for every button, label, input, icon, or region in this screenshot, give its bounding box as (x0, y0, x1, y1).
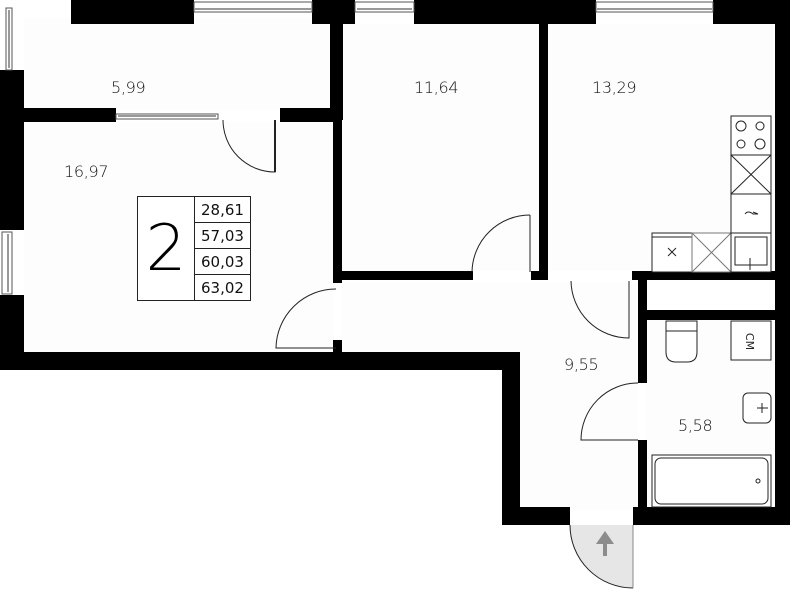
window-kitchen (595, 1, 714, 13)
room-area-balcony: 5,99 (111, 78, 146, 97)
entrance-door[interactable] (569, 524, 634, 589)
door-living (275, 288, 337, 349)
doors (222, 119, 639, 441)
door-balcony (222, 119, 276, 173)
door-bedroom (471, 214, 531, 273)
stove-icon (730, 115, 772, 156)
faucet-icon (744, 211, 759, 215)
windows (1, 1, 714, 295)
bathroom-fixtures (651, 320, 772, 508)
room-area-living-room: 16,97 (64, 162, 109, 181)
area-total-with-balcony: 60,03 (195, 249, 250, 275)
room-area-hallway: 9,55 (564, 355, 599, 374)
walls (0, 0, 790, 525)
room-count: 2 (138, 197, 195, 300)
room-area-kitchen: 13,29 (592, 78, 637, 97)
window-balcony-top (193, 1, 313, 13)
area-gross: 63,02 (201, 278, 244, 297)
area-living: 28,61 (195, 197, 250, 223)
area-list: 28,61 57,03 60,03 63,02 (195, 197, 250, 300)
area-total: 57,03 (195, 223, 250, 249)
window-bedroom (354, 1, 415, 13)
washing-machine-icon (730, 320, 772, 361)
kitchen-fixtures (651, 115, 772, 273)
apartment-legend: 2 28,61 57,03 60,03 63,02 (137, 196, 251, 301)
entrance-arrow-icon (596, 531, 614, 556)
door-kitchen (570, 280, 630, 339)
room-area-bedroom: 11,64 (414, 78, 459, 97)
kitchen-counter (730, 193, 772, 234)
door-bathroom (580, 382, 639, 441)
toilet-icon (665, 320, 698, 363)
room-area-bathroom: 5,58 (678, 416, 713, 435)
washing-machine-label: СМ (743, 332, 757, 351)
